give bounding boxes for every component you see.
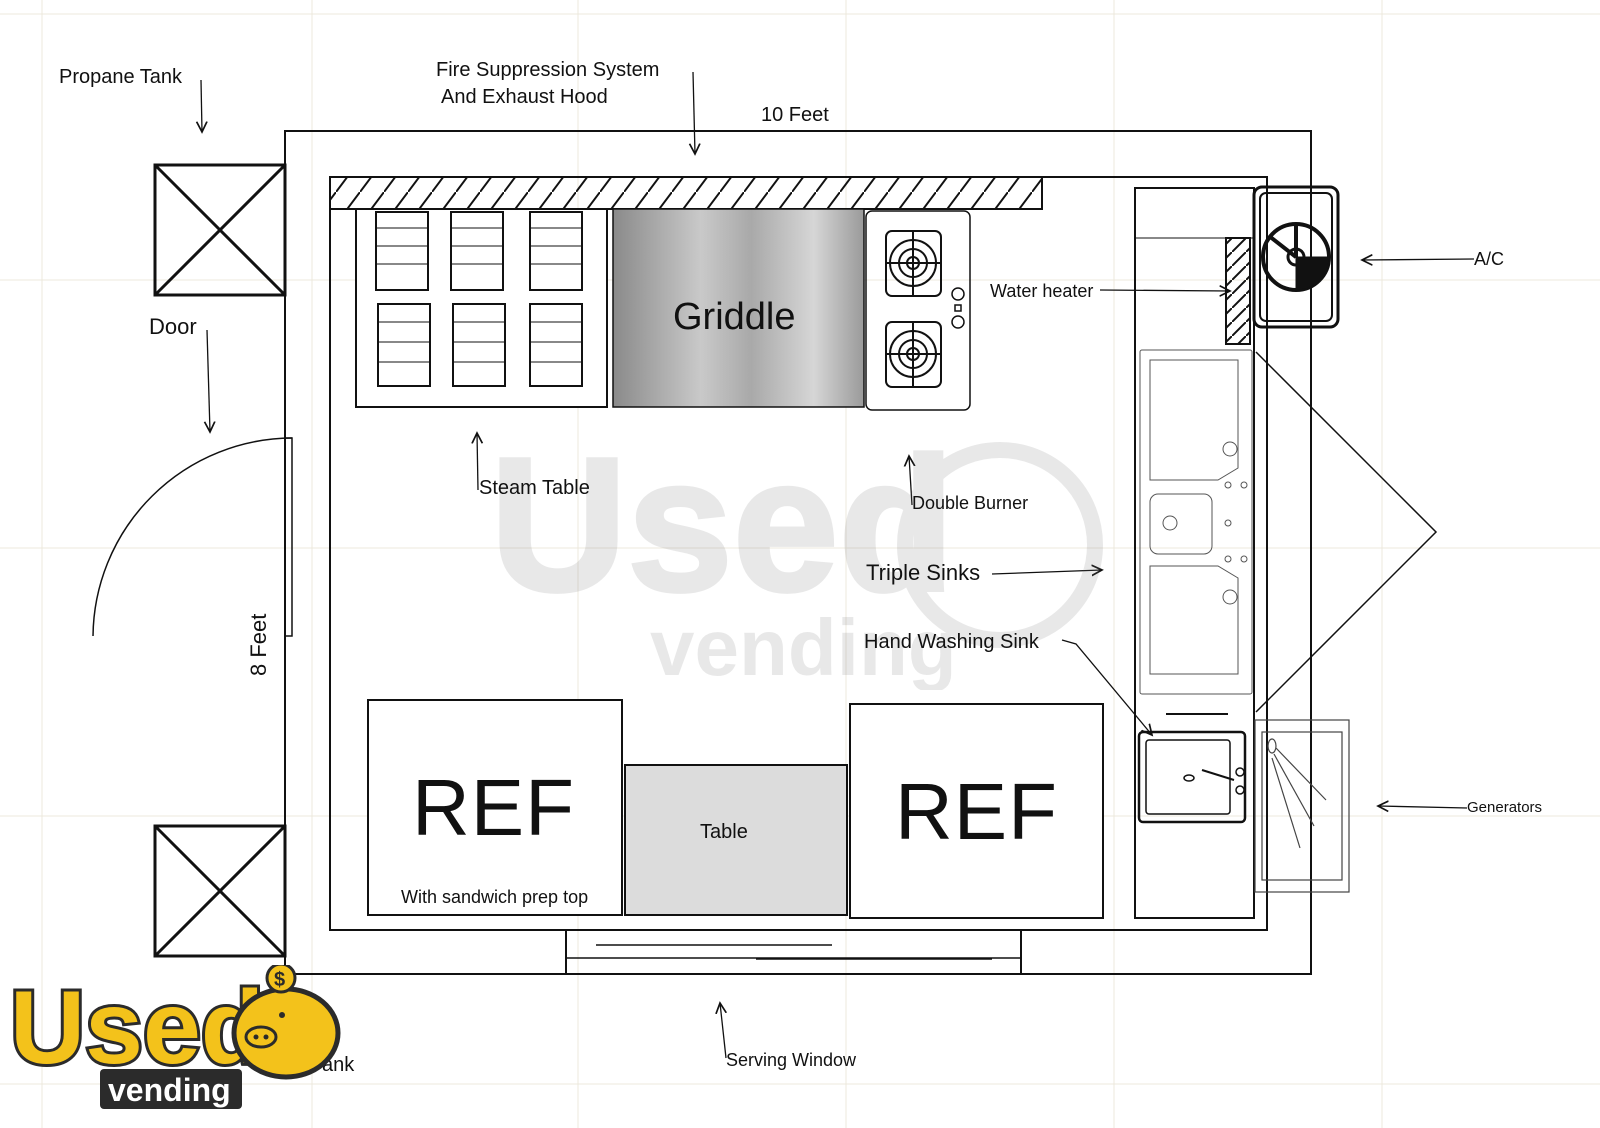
used-vending-logo: Used vending $ [7,965,341,1109]
logo-coin-symbol: $ [274,969,285,991]
door [92,437,293,637]
griddle [612,208,865,408]
ref-right-label: REF [895,767,1058,856]
logo-word: Used [10,970,264,1086]
serving-window-label: Serving Window [726,1050,857,1070]
fire-suppression-label-line2: And Exhaust Hood [441,86,608,108]
steam-table-label: Steam Table [479,477,590,499]
prep-table [624,764,848,916]
generators-label: Generators [1467,799,1543,816]
double-burner-label: Double Burner [912,493,1029,513]
propane-tank-label: Propane Tank [59,66,183,88]
ac-label: A/C [1474,249,1505,269]
generators [1254,719,1350,893]
triple-sinks [1139,349,1253,695]
triple-sinks-label: Triple Sinks [866,560,981,585]
length-dimension-label: 8 Feet [246,613,271,676]
water-heater-label: Water heater [990,281,1094,301]
hand-washing-sink-label: Hand Washing Sink [864,631,1039,653]
double-burner [865,210,971,411]
hand-washing-sink [1137,730,1247,824]
ref-left-box [367,699,623,916]
exhaust-hood [329,176,1043,210]
door-label: Door [149,314,197,339]
ref-left-note: With sandwich prep top [401,887,589,907]
ac-unit [1252,185,1340,329]
fire-suppression-label-line1: Fire Suppression System [436,59,660,81]
propane-tank-bottom [153,824,287,958]
griddle-label: Griddle [673,296,796,338]
steam-table [355,208,608,408]
ref-left-label: REF [412,763,575,852]
ref-right-box [849,703,1104,919]
side-window [1255,351,1438,713]
table-label: Table [700,821,748,843]
logo-sub: vending [108,1072,231,1108]
width-dimension-label: 10 Feet [761,104,829,126]
propane-tank-top [153,163,287,297]
callout-arrows [201,71,1475,1059]
serving-window [565,930,1022,975]
